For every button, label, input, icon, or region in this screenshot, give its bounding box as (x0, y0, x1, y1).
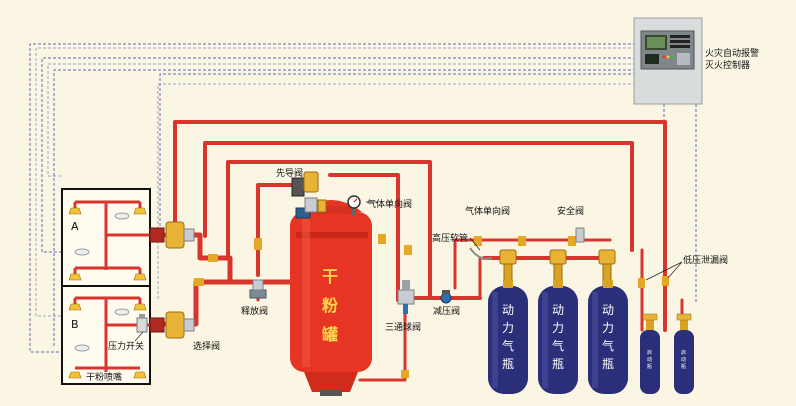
safety-valve (575, 227, 585, 243)
cyl3-char-4: 瓶 (602, 357, 614, 371)
zone-b-label: B (71, 318, 79, 331)
label-three-way-ball-valve: 三通球阀 (385, 321, 421, 333)
cyl2-char-4: 瓶 (552, 357, 564, 371)
zone-a-nozzles (68, 207, 147, 281)
selector-valve-a (149, 221, 195, 249)
zone-b-detectors (74, 308, 130, 352)
start-cyl2-char-2: 动 (681, 356, 686, 363)
cyl1-char-1: 动 (502, 303, 514, 317)
cyl3-char-2: 力 (602, 321, 614, 335)
start-cyl1-char-2: 动 (647, 356, 652, 363)
cyl3-char-1: 动 (602, 303, 614, 317)
start-cylinder-1 (640, 313, 660, 394)
label-gas-check-valve-1: 气体单向阀 (367, 198, 412, 210)
selector-valve-b (149, 311, 195, 339)
label-low-pressure-leak-valve: 低压泄漏阀 (683, 254, 728, 266)
start-cyl1-char-3: 瓶 (647, 363, 652, 370)
cyl1-char-3: 气 (502, 338, 514, 353)
pilot-valve (291, 171, 327, 219)
panel-title-line2: 灭火控制器 (705, 59, 750, 71)
label-dry-powder-nozzle: 干粉喷嘴 (86, 371, 122, 383)
cyl1-char-4: 瓶 (502, 357, 514, 371)
tank-pressure-gauge (347, 195, 361, 216)
tank-char-3: 罐 (321, 325, 338, 344)
cyl1-char-2: 力 (502, 321, 514, 335)
start-cyl1-char-1: 启 (647, 349, 652, 356)
zone-a-label: A (71, 220, 79, 233)
cyl2-char-2: 力 (552, 321, 564, 335)
zone-b-nozzles (68, 303, 147, 379)
label-high-pressure-hose: 高压软管 (432, 232, 468, 244)
cyl3-char-3: 气 (602, 338, 614, 353)
tank-char-1: 干 (322, 267, 338, 286)
pressure-switch (136, 314, 148, 333)
label-release-valve: 释放阀 (241, 305, 268, 317)
label-pilot-valve: 先导阀 (276, 167, 303, 179)
leader-lines (134, 201, 683, 342)
power-gas-cylinder-2 (538, 280, 578, 394)
panel-title-line1: 火灾自动报警 (705, 47, 759, 59)
cyl2-char-1: 动 (552, 303, 564, 317)
start-cyl2-char-3: 瓶 (681, 363, 686, 370)
tank-char-2: 粉 (322, 296, 338, 315)
high-pressure-hose (469, 247, 493, 260)
start-cyl2-char-1: 启 (681, 349, 686, 356)
label-selector-valve: 选择阀 (193, 340, 220, 352)
zone-a-detectors (74, 212, 130, 256)
release-valve (249, 279, 267, 299)
label-pressure-switch: 压力开关 (108, 340, 144, 352)
label-safety-valve: 安全阀 (557, 205, 584, 217)
label-pressure-reducing-valve: 减压阀 (433, 305, 460, 317)
pressure-reducing-valve (440, 290, 452, 304)
power-gas-cylinder-1 (488, 280, 528, 394)
cyl2-char-3: 气 (552, 338, 564, 353)
pipe-fittings (194, 234, 669, 378)
power-gas-cylinder-3 (588, 280, 628, 394)
label-gas-check-valve-2: 气体单向阀 (465, 205, 510, 217)
three-way-ball-valve (397, 280, 415, 314)
fire-alarm-control-panel (633, 17, 703, 105)
start-cylinder-2 (674, 313, 694, 394)
